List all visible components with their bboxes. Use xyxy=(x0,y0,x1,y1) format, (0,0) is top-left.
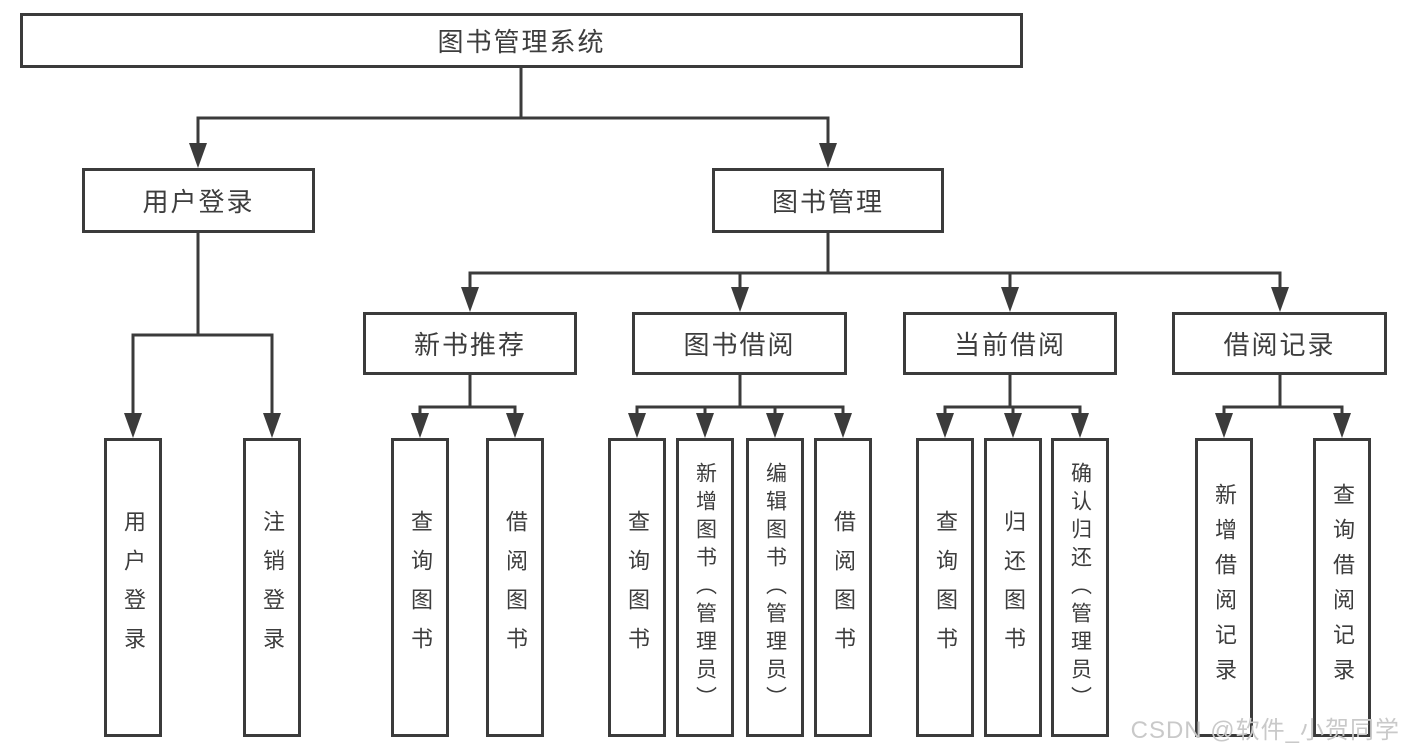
node-root: 图书管理系统 xyxy=(20,13,1023,68)
node-user-login-label: 用户登录 xyxy=(142,187,255,217)
connector-new-book-children xyxy=(411,373,524,438)
leaf-add-borrow-record: 新增借阅记录 xyxy=(1195,438,1253,737)
leaf-logout: 注销登录 xyxy=(243,438,301,737)
leaf-user-login: 用户登录 xyxy=(104,438,162,737)
leaf-borrow-books-label: 借阅图书 xyxy=(831,509,856,666)
node-borrow-records: 借阅记录 xyxy=(1172,312,1387,375)
leaf-return-book-label: 归还图书 xyxy=(1001,509,1026,666)
watermark: CSDN @软件_小贺同学 xyxy=(1130,717,1400,744)
connector-book-borrow-children xyxy=(628,373,852,438)
node-current-borrow-label: 当前借阅 xyxy=(953,330,1066,360)
connector-borrow-record-children xyxy=(1215,373,1351,438)
node-borrow-records-label: 借阅记录 xyxy=(1223,330,1336,360)
node-book-borrow-label: 图书借阅 xyxy=(683,330,796,360)
leaf-borrow-books-recommend-label: 借阅图书 xyxy=(503,509,528,666)
leaf-borrow-books: 借阅图书 xyxy=(814,438,872,737)
leaf-add-borrow-record-label: 新增借阅记录 xyxy=(1212,482,1237,693)
leaf-query-books-current-label: 查询图书 xyxy=(933,509,958,666)
leaf-confirm-return-admin: 确认归还（管理员） xyxy=(1051,438,1109,737)
node-user-login: 用户登录 xyxy=(82,168,315,233)
leaf-return-book: 归还图书 xyxy=(984,438,1042,737)
connector-user-login-children xyxy=(124,231,281,438)
leaf-query-books-borrow: 查询图书 xyxy=(608,438,666,737)
leaf-query-borrow-record-label: 查询借阅记录 xyxy=(1330,482,1355,693)
leaf-borrow-books-recommend: 借阅图书 xyxy=(486,438,544,737)
connector-current-borrow-children xyxy=(936,373,1089,438)
node-new-book-recommend: 新书推荐 xyxy=(363,312,577,375)
node-book-management: 图书管理 xyxy=(712,168,944,233)
node-book-management-label: 图书管理 xyxy=(771,187,884,217)
connector-root-to-level2 xyxy=(189,66,837,168)
leaf-add-book-admin-label: 新增图书（管理员） xyxy=(693,461,717,714)
leaf-query-books-borrow-label: 查询图书 xyxy=(625,509,650,666)
connector-book-management-to-level3 xyxy=(461,231,1289,312)
leaf-logout-label: 注销登录 xyxy=(260,509,285,666)
leaf-confirm-return-admin-label: 确认归还（管理员） xyxy=(1068,461,1092,714)
leaf-query-books-current: 查询图书 xyxy=(916,438,974,737)
leaf-edit-book-admin-label: 编辑图书（管理员） xyxy=(763,461,787,714)
leaf-edit-book-admin: 编辑图书（管理员） xyxy=(746,438,804,737)
leaf-user-login-label: 用户登录 xyxy=(121,509,146,666)
leaf-add-book-admin: 新增图书（管理员） xyxy=(676,438,734,737)
node-book-borrow: 图书借阅 xyxy=(632,312,847,375)
node-current-borrow: 当前借阅 xyxy=(903,312,1117,375)
leaf-query-books-recommend-label: 查询图书 xyxy=(408,509,433,666)
leaf-query-borrow-record: 查询借阅记录 xyxy=(1313,438,1371,737)
node-root-label: 图书管理系统 xyxy=(437,27,606,57)
node-new-book-recommend-label: 新书推荐 xyxy=(413,330,526,360)
leaf-query-books-recommend: 查询图书 xyxy=(391,438,449,737)
